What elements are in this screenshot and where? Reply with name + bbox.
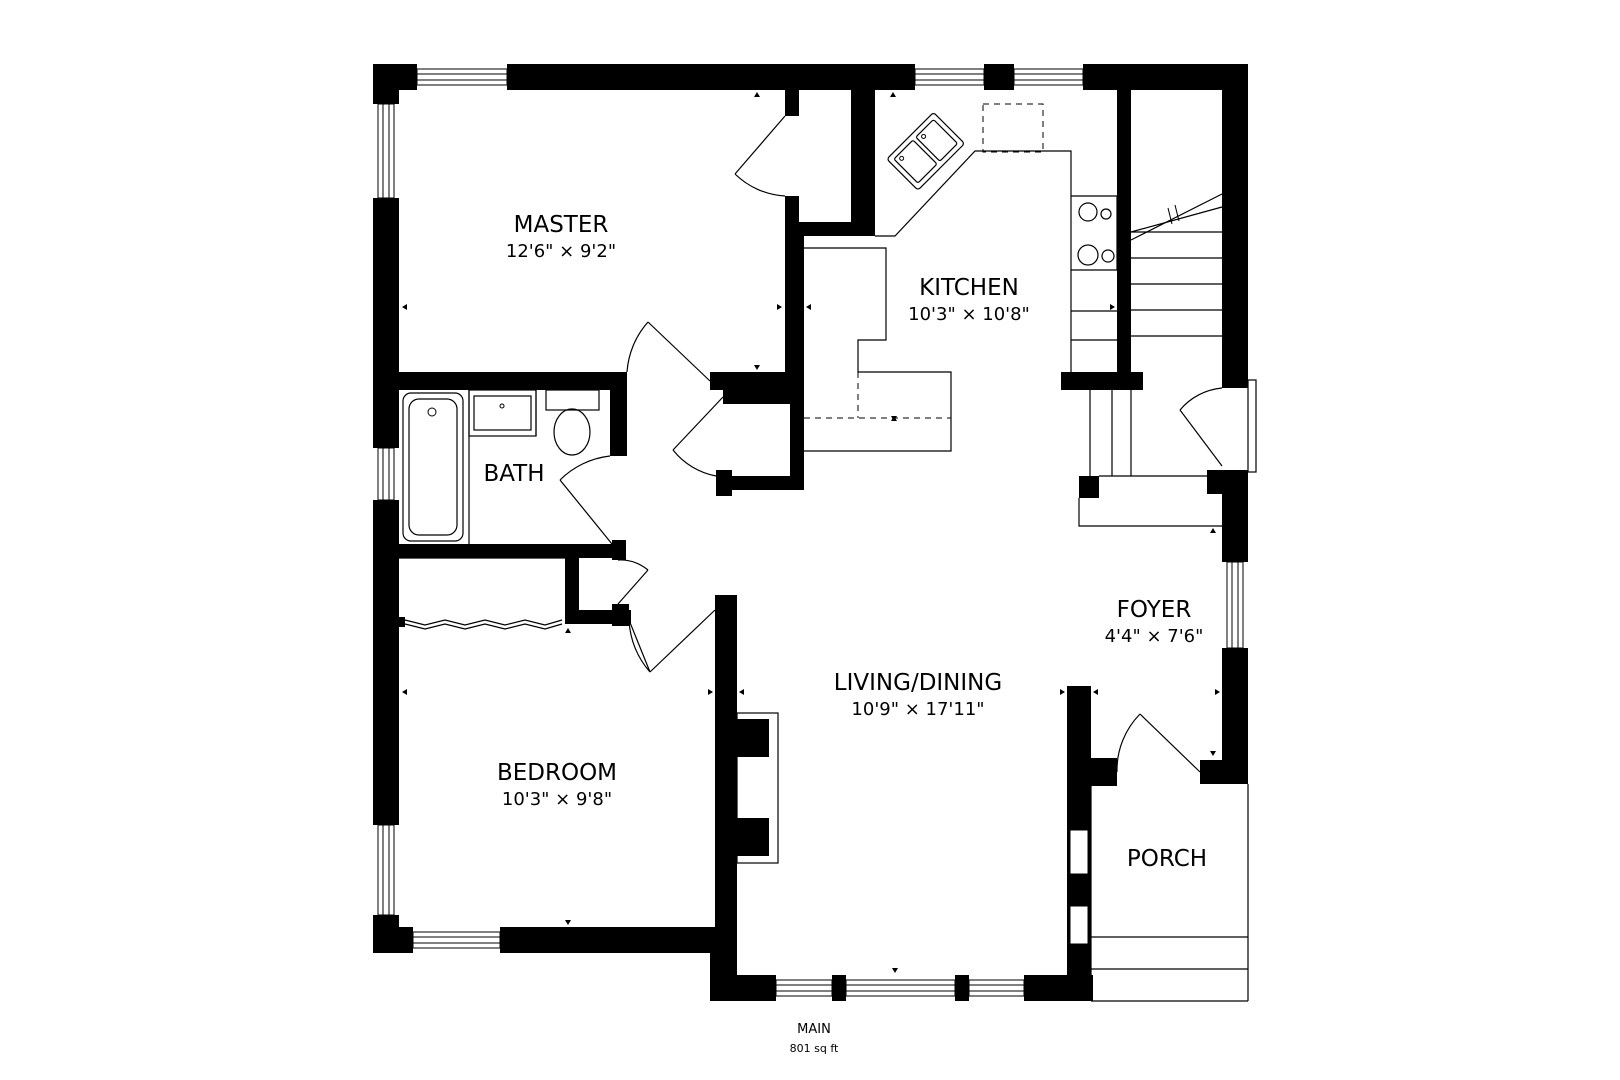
bath-sink-icon bbox=[468, 389, 537, 437]
porch bbox=[1090, 784, 1249, 1002]
dimension-ticks bbox=[402, 92, 1220, 973]
room-dims-master: 12'6" × 9'2" bbox=[506, 241, 616, 262]
interior-walls bbox=[399, 64, 1222, 927]
bath-fixtures bbox=[402, 389, 600, 544]
room-labels: MASTER 12'6" × 9'2" KITCHEN 10'3" × 10'8… bbox=[483, 212, 1207, 872]
stove-burner-icon bbox=[1078, 202, 1098, 222]
windows bbox=[377, 68, 1244, 997]
room-name-foyer: FOYER bbox=[1117, 597, 1192, 623]
room-name-master: MASTER bbox=[514, 212, 609, 238]
exterior-walls bbox=[373, 64, 1248, 1001]
stairs bbox=[1078, 193, 1223, 527]
room-name-living-dining: LIVING/DINING bbox=[834, 670, 1002, 696]
doors bbox=[559, 115, 1257, 773]
toilet-icon bbox=[545, 389, 600, 411]
room-name-bath: BATH bbox=[483, 461, 544, 487]
room-dims-bedroom: 10'3" × 9'8" bbox=[502, 789, 612, 810]
room-name-bedroom: BEDROOM bbox=[497, 760, 617, 786]
bathtub-icon bbox=[402, 392, 464, 542]
floor-name: MAIN bbox=[797, 1022, 831, 1037]
bedroom-closet bbox=[399, 557, 565, 630]
floor-area: 801 sq ft bbox=[790, 1042, 839, 1055]
fireplace bbox=[736, 712, 779, 864]
room-dims-kitchen: 10'3" × 10'8" bbox=[908, 304, 1030, 325]
kitchen-fixtures bbox=[804, 103, 1118, 452]
kitchen-sink-icon bbox=[887, 113, 964, 190]
room-dims-foyer: 4'4" × 7'6" bbox=[1105, 626, 1204, 647]
room-name-kitchen: KITCHEN bbox=[919, 275, 1019, 301]
room-dims-living-dining: 10'9" × 17'11" bbox=[851, 699, 984, 720]
room-name-porch: PORCH bbox=[1127, 846, 1207, 872]
floor-caption: MAIN 801 sq ft bbox=[790, 1022, 839, 1055]
